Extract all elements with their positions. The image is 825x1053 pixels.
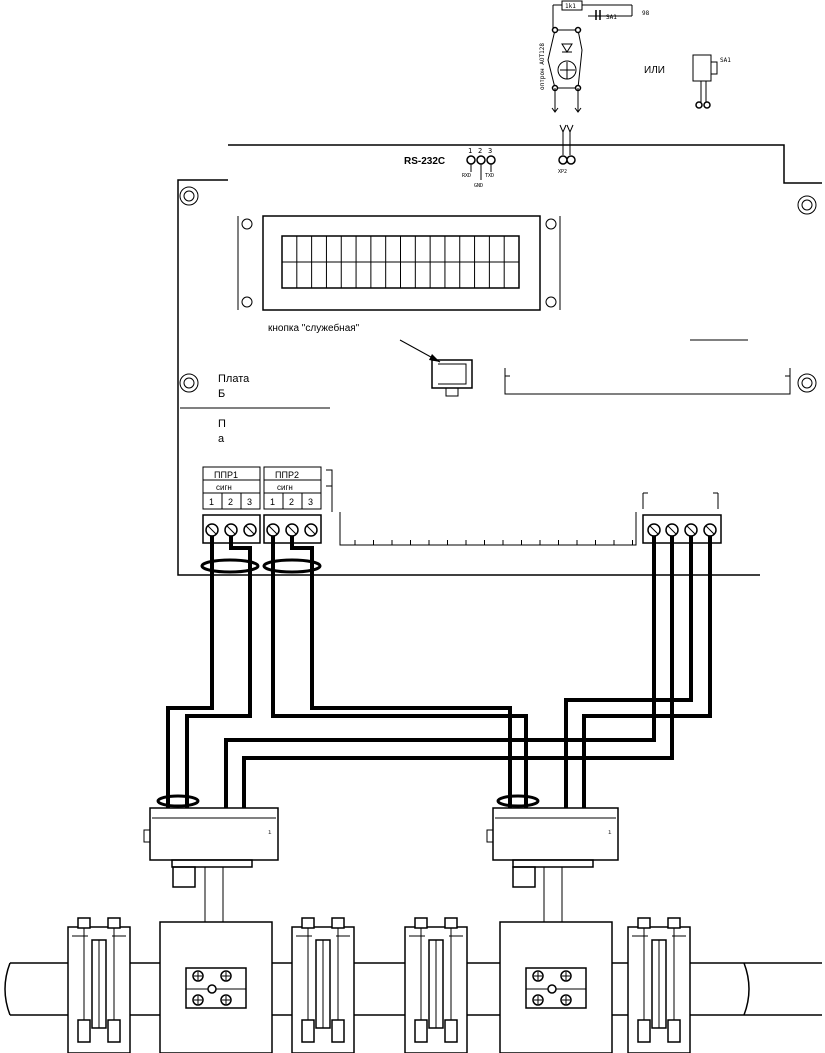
cable-right-pin1 — [224, 536, 656, 808]
cable-ring-ppr2 — [262, 558, 322, 574]
controller-board — [177, 144, 822, 576]
cable-ppr2-pin1 — [271, 536, 528, 808]
pipe-clamp-1 — [185, 967, 247, 1009]
flow-sensor-1: ı — [143, 807, 279, 923]
rs232-pin-3: 3 — [488, 147, 492, 155]
pipe-flange-3 — [404, 917, 468, 1053]
mount-hole-top-left — [179, 186, 199, 206]
terminal-1-title: ППР1 — [214, 470, 238, 480]
pipe-clamp-2 — [525, 967, 587, 1009]
cables — [156, 536, 712, 808]
contact-label: 98 — [642, 10, 650, 17]
terminal-2-title: ППР2 — [275, 470, 299, 480]
left-text-1: Плата — [218, 373, 250, 385]
terminal-2-subtitle: сигн — [277, 483, 293, 492]
alt-switch: SA1 — [692, 54, 731, 109]
cable-ring-sensor-1 — [156, 794, 200, 808]
svg-text:ı: ı — [608, 829, 612, 836]
rs232-pin-1: 1 — [468, 147, 472, 155]
rs232-gnd: GND — [474, 183, 483, 189]
mount-hole-mid-left — [179, 373, 199, 393]
terminal-block-right — [642, 492, 722, 544]
resistor-label: 1k1 — [565, 3, 576, 10]
service-button — [431, 359, 473, 397]
rs232-rxd: RXD — [462, 173, 471, 179]
terminal-block-ppr2: ППР2 сигн 1 2 3 — [263, 466, 322, 544]
alt-switch-label: SA1 — [720, 57, 731, 64]
cable-ring-sensor-2 — [496, 794, 540, 808]
lcd-display — [237, 215, 561, 311]
terminal-1-pin-2: 2 — [228, 497, 233, 507]
terminal-2-pin-2: 2 — [289, 497, 294, 507]
terminal-2-pin-3: 3 — [308, 497, 313, 507]
left-text-2: Б — [218, 388, 225, 400]
switch-label: SA1 — [606, 14, 617, 21]
cable-right-pin2 — [242, 536, 674, 808]
terminal-2-pin-1: 1 — [270, 497, 275, 507]
flow-sensor-2: ı — [486, 807, 619, 923]
rs232-pin-2: 2 — [478, 147, 482, 155]
left-text-4: а — [218, 433, 225, 445]
rs232-label: RS-232C — [404, 156, 445, 167]
pipe-flange-2 — [291, 917, 355, 1053]
cable-ppr1-pin1 — [166, 536, 214, 808]
terminal-1-subtitle: сигн — [216, 483, 232, 492]
terminal-block-ppr1: ППР1 сигн 1 2 3 — [202, 466, 261, 544]
cable-right-pin3 — [564, 536, 693, 808]
pipe — [4, 917, 822, 1053]
rs232-connector: RS-232C 1 2 3 RXD TXD GND — [404, 147, 496, 189]
cable-ring-ppr1 — [200, 558, 260, 574]
mount-hole-mid-right — [797, 373, 817, 393]
cable-ppr1-pin2 — [185, 536, 252, 808]
terminal-1-pin-3: 3 — [247, 497, 252, 507]
pipe-flange-1 — [67, 917, 131, 1053]
or-label: ИЛИ — [644, 65, 665, 76]
pipe-flange-4 — [627, 917, 691, 1053]
rs232-txd: TXD — [485, 173, 494, 179]
cable-ppr2-pin2 — [290, 536, 512, 808]
mount-hole-top-right — [797, 195, 817, 215]
cable-right-pin4 — [582, 536, 712, 808]
left-text-3: П — [218, 418, 226, 430]
service-button-label: кнопка "служебная" — [268, 322, 360, 334]
svg-text:ı: ı — [268, 829, 272, 836]
optocoupler-label: оптрон АОТ128 — [539, 43, 546, 90]
optocoupler-schematic: 1k1 98 SA1 оптрон АОТ128 XP2 — [539, 0, 650, 175]
terminal-1-pin-1: 1 — [209, 497, 214, 507]
connector-xp2-label: XP2 — [558, 169, 567, 175]
